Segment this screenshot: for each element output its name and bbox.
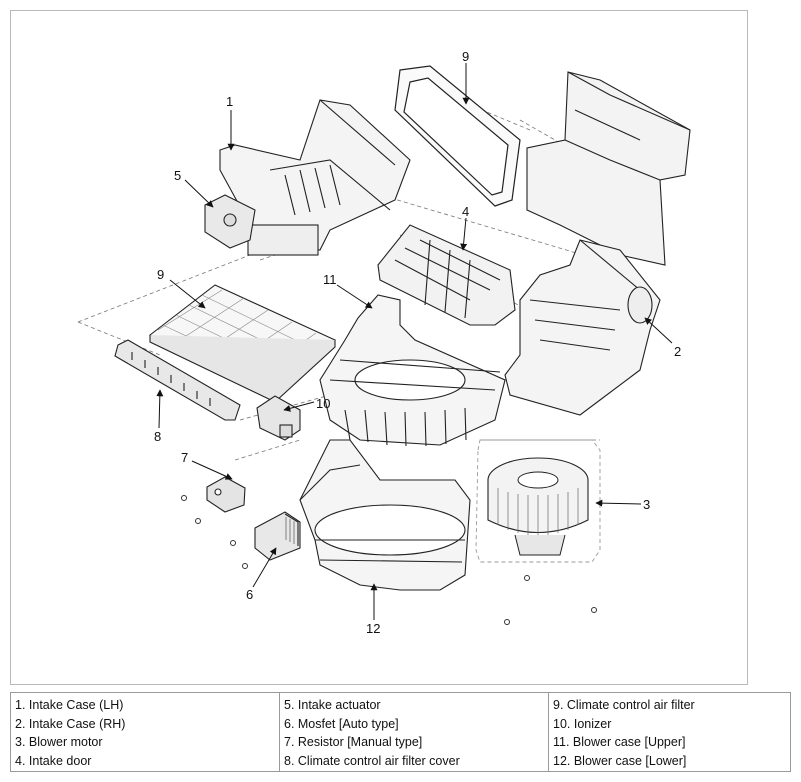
resistor xyxy=(206,476,246,513)
legend-item-11: 11. Blower case [Upper] xyxy=(553,735,686,749)
parts-legend-table: 1. Intake Case (LH) 2. Intake Case (RH) … xyxy=(10,692,791,772)
screws xyxy=(181,495,597,625)
callout-10: 10 xyxy=(316,396,330,411)
legend-item-5: 5. Intake actuator xyxy=(284,698,381,712)
legend-item-8: 8. Climate control air filter cover xyxy=(284,753,460,768)
leader-lines xyxy=(156,63,673,620)
callout-4: 4 xyxy=(462,204,469,219)
legend-item-10: 10. Ionizer xyxy=(553,716,612,731)
legend-row: 1. Intake Case (LH) 2. Intake Case (RH) … xyxy=(10,692,791,772)
legend-item-12: 12. Blower case [Lower] xyxy=(553,753,687,768)
legend-item-6: 6. Mosfet [Auto type] xyxy=(284,716,399,731)
callout-6: 6 xyxy=(246,587,253,602)
blower-motor xyxy=(475,439,601,563)
blower-case-upper xyxy=(319,294,506,447)
legend-item-1: 1. Intake Case (LH) xyxy=(15,698,124,712)
callout-7: 7 xyxy=(181,450,188,465)
callout-2: 2 xyxy=(674,344,681,359)
legend-column-3: 9. Climate control air filter 10. Ionize… xyxy=(548,692,791,772)
callout-8: 8 xyxy=(154,429,161,444)
callout-1: 1 xyxy=(226,94,233,109)
intake-actuator xyxy=(204,194,256,249)
blower-case-lower xyxy=(299,439,471,591)
climate-control-air-filter-upper xyxy=(394,65,521,207)
callout-11: 11 xyxy=(323,272,337,287)
callout-3: 3 xyxy=(643,497,650,512)
callout-12: 12 xyxy=(366,621,380,636)
callout-labels: 1 2 3 4 5 6 7 8 9 9 10 11 12 xyxy=(154,49,681,636)
climate-control-air-filter-cover xyxy=(114,339,241,421)
ionizer xyxy=(256,395,301,441)
callout-9-lower: 9 xyxy=(157,267,164,282)
intake-door xyxy=(377,224,516,326)
legend-item-7: 7. Resistor [Manual type] xyxy=(284,735,423,749)
legend-column-1: 1. Intake Case (LH) 2. Intake Case (RH) … xyxy=(10,692,280,772)
callout-9-upper: 9 xyxy=(462,49,469,64)
intake-case-rh xyxy=(504,239,661,416)
intake-case-lh xyxy=(219,99,411,256)
legend-item-2: 2. Intake Case (RH) xyxy=(15,716,126,731)
legend-item-3: 3. Blower motor xyxy=(15,735,103,749)
legend-item-9: 9. Climate control air filter xyxy=(553,698,695,712)
legend-column-2: 5. Intake actuator 6. Mosfet [Auto type]… xyxy=(279,692,549,772)
air-duct xyxy=(526,71,691,266)
callout-5: 5 xyxy=(174,168,181,183)
mosfet xyxy=(254,511,301,561)
legend-item-4: 4. Intake door xyxy=(15,753,92,768)
climate-control-air-filter-lower xyxy=(148,284,336,403)
exploded-view-diagram: 1 2 3 4 5 6 7 8 9 9 10 11 12 xyxy=(77,49,691,636)
